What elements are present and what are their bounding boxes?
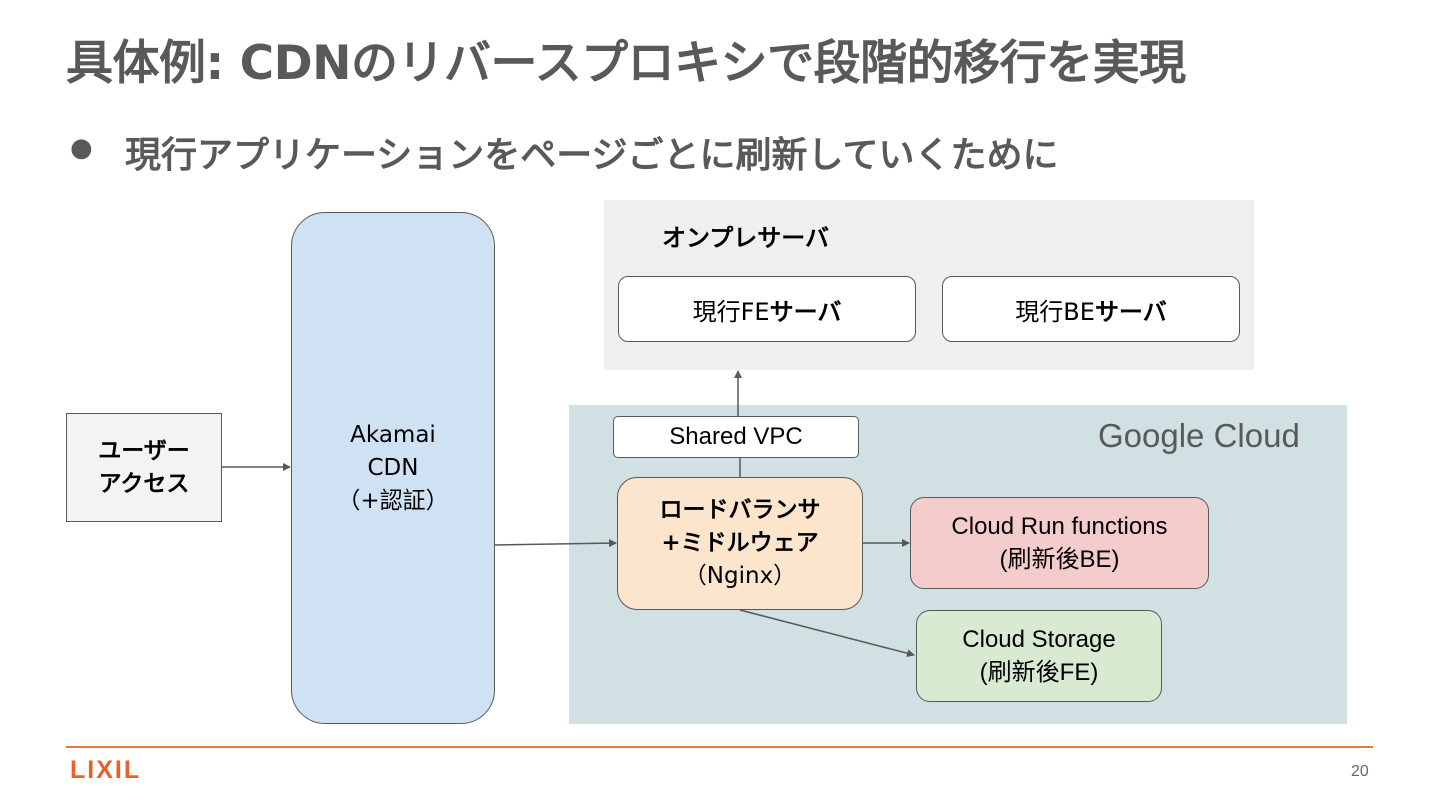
- cloud-storage-line1: Cloud Storage: [962, 626, 1116, 653]
- slide-title: 具体例: CDNのリバースプロキシで段階的移行を実現: [66, 36, 1186, 91]
- shared-vpc-box: Shared VPC: [613, 416, 859, 458]
- bullet-marker: ●: [70, 133, 93, 163]
- page-number: 20: [1351, 763, 1369, 780]
- footer-divider: [66, 746, 1373, 748]
- cloud-storage-line2: (刷新後FE): [979, 659, 1099, 686]
- google-cloud-label: Google Cloud: [1098, 417, 1300, 454]
- cdn-line3: （+認証）: [337, 488, 449, 514]
- onprem-label: オンプレサーバ: [662, 224, 830, 252]
- bullet-text: 現行アプリケーションをページごとに刷新していくために: [125, 135, 1059, 176]
- cdn-line1: Akamai: [350, 422, 436, 448]
- legacy-fe-server-suffix: サーバ: [769, 297, 842, 326]
- load-balancer-line2: +ミドルウェア: [661, 530, 819, 556]
- cdn-box: Akamai CDN （+認証）: [291, 212, 495, 724]
- legacy-be-server-label: 現行BEサーバ: [1015, 292, 1166, 327]
- user-access-box: ユーザー アクセス: [66, 413, 222, 522]
- legacy-be-server-prefix: 現行BE: [1015, 297, 1095, 326]
- shared-vpc-label: Shared VPC: [669, 423, 803, 450]
- user-access-line2: アクセス: [98, 470, 190, 497]
- load-balancer-box: ロードバランサ +ミドルウェア （Nginx）: [617, 477, 863, 610]
- cloud-storage-box: Cloud Storage (刷新後FE): [916, 610, 1162, 702]
- legacy-be-server-suffix: サーバ: [1094, 297, 1167, 326]
- legacy-fe-server-label: 現行FEサーバ: [693, 292, 842, 327]
- cloud-run-line1: Cloud Run functions: [951, 513, 1168, 540]
- lixil-logo: LIXIL: [70, 756, 142, 784]
- cdn-line2: CDN: [367, 455, 419, 481]
- load-balancer-line3: （Nginx）: [683, 563, 797, 589]
- legacy-fe-server-box: 現行FEサーバ: [618, 276, 916, 342]
- cloud-run-box: Cloud Run functions (刷新後BE): [910, 497, 1209, 589]
- cloud-run-line2: (刷新後BE): [999, 546, 1120, 573]
- legacy-be-server-box: 現行BEサーバ: [942, 276, 1240, 342]
- load-balancer-line1: ロードバランサ: [659, 497, 821, 523]
- user-access-line1: ユーザー: [98, 437, 190, 464]
- legacy-fe-server-prefix: 現行FE: [692, 297, 770, 326]
